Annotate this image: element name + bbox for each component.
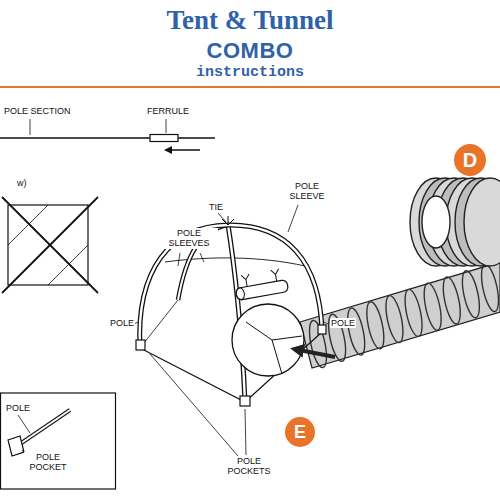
subtitle-small: instructions <box>0 64 500 81</box>
part-label: FERRULE <box>146 106 190 116</box>
top-view <box>2 197 98 293</box>
part-label: POLE <box>109 318 135 328</box>
callout-letter: D <box>463 149 477 172</box>
part-label: POLE SLEEVE <box>282 181 332 202</box>
insert-arrow <box>294 349 335 357</box>
pole-pocket-detail <box>1 393 116 489</box>
part-label: POLE POCKETS <box>220 456 278 477</box>
title-rule <box>0 86 500 88</box>
tunnel <box>300 262 500 369</box>
callout-circle: D <box>454 144 486 176</box>
part-label: POLE POCKET <box>24 452 72 473</box>
callout-letter: E <box>294 422 306 443</box>
callout-circle: E <box>285 417 315 447</box>
subtitle: COMBO <box>0 38 500 63</box>
coiled-tunnel <box>410 178 500 266</box>
part-label: POLE <box>330 318 356 328</box>
part-label: POLE SLEEVES <box>160 228 218 249</box>
pole-section <box>0 119 215 150</box>
part-label: TIE <box>208 202 224 212</box>
tent <box>134 205 328 456</box>
part-label: POLE SECTION <box>3 106 72 116</box>
part-label: w) <box>16 178 28 188</box>
part-label: POLE <box>5 403 31 413</box>
title: Tent & Tunnel <box>0 6 500 36</box>
